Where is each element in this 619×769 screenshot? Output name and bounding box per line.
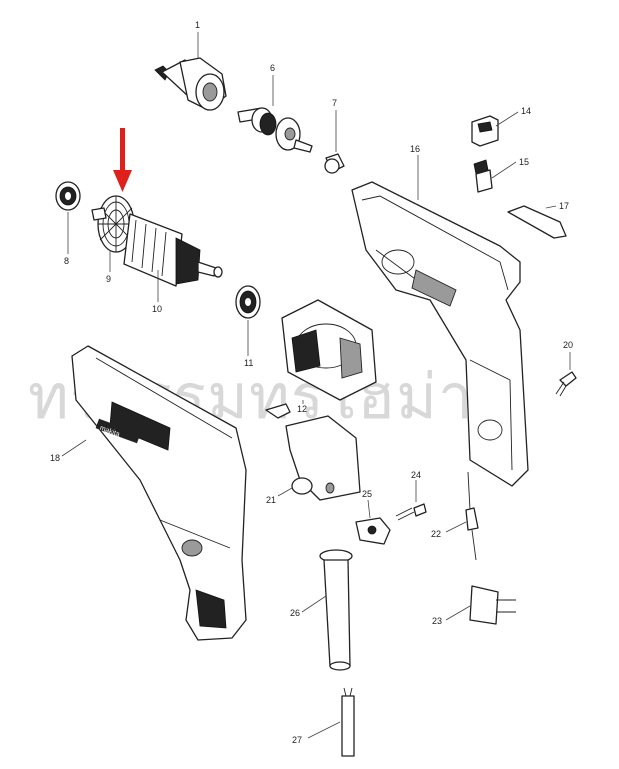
label-12: 12 [297, 404, 307, 414]
label-6: 6 [270, 63, 275, 73]
part-switch[interactable] [265, 403, 361, 501]
label-17: 17 [559, 201, 569, 211]
label-10: 10 [152, 304, 162, 314]
part-ball-bearing-large[interactable] [235, 285, 261, 319]
label-11: 11 [244, 358, 253, 368]
part-fan[interactable] [97, 195, 135, 253]
label-23: 23 [432, 616, 442, 626]
part-strain-relief[interactable] [355, 517, 391, 545]
highlight-arrow [113, 128, 132, 192]
label-26: 26 [290, 608, 300, 618]
part-power-cord[interactable] [341, 687, 355, 757]
leader-22 [445, 521, 467, 533]
part-cord-guard[interactable] [319, 549, 353, 671]
label-8: 8 [64, 256, 69, 266]
label-7: 7 [332, 98, 337, 108]
part-chuck[interactable] [154, 57, 227, 111]
label-16: 16 [410, 144, 420, 154]
part-armature[interactable] [91, 207, 223, 287]
label-14: 14 [521, 106, 531, 116]
leader-14 [495, 111, 519, 127]
label-1: 1 [195, 20, 200, 30]
part-sleeve[interactable] [324, 153, 345, 174]
part-screw-20[interactable] [555, 371, 577, 397]
part-screw-24[interactable] [395, 503, 427, 521]
leader-18 [61, 439, 87, 457]
leader-23 [445, 605, 471, 621]
part-carbon-brush[interactable] [473, 159, 493, 193]
part-ball-bearing-small[interactable] [55, 181, 81, 211]
label-9: 9 [106, 274, 111, 284]
leader-27 [307, 721, 341, 739]
part-noise-suppressor[interactable] [465, 471, 479, 561]
part-brush-holder[interactable] [471, 115, 499, 147]
label-27: 27 [292, 735, 302, 745]
part-housing-cover[interactable]: makita [71, 345, 247, 641]
label-21: 21 [266, 495, 276, 505]
label-22: 22 [431, 529, 441, 539]
leader-17 [545, 205, 557, 209]
leader-25 [367, 499, 371, 519]
part-spindle-gear[interactable] [237, 107, 313, 153]
label-24: 24 [411, 470, 421, 480]
label-18: 18 [50, 453, 60, 463]
label-15: 15 [519, 157, 529, 167]
part-nameplate[interactable] [507, 205, 567, 239]
part-field[interactable] [281, 299, 377, 401]
leader-21 [277, 487, 293, 497]
label-20: 20 [563, 340, 573, 350]
leader-15 [491, 161, 517, 179]
leader-26 [301, 595, 327, 613]
part-capacitor[interactable] [469, 585, 516, 625]
part-housing[interactable] [351, 181, 529, 487]
label-25: 25 [362, 489, 372, 499]
